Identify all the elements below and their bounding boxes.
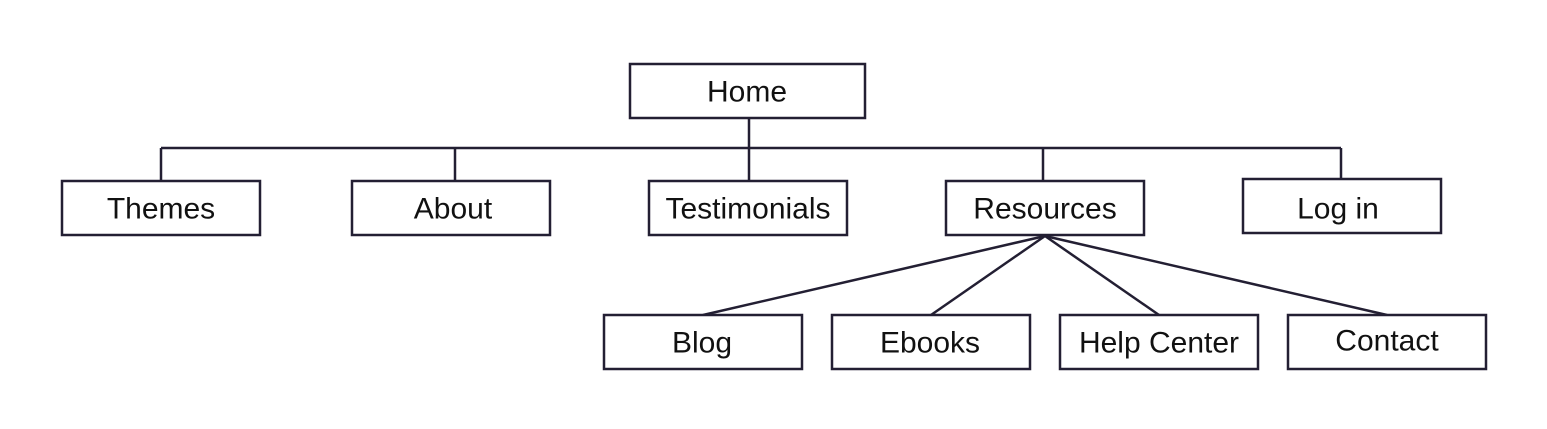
node-home-label: Home bbox=[707, 76, 787, 109]
node-resources-box bbox=[944, 179, 1146, 237]
node-ebooks-label: Ebooks bbox=[880, 327, 980, 360]
node-about-label: About bbox=[414, 193, 493, 226]
edge-resources-help-center bbox=[1044, 234, 1160, 317]
node-login-box bbox=[1241, 177, 1443, 235]
node-themes-label: Themes bbox=[107, 193, 215, 226]
node-blog-label: Blog bbox=[672, 327, 732, 360]
node-blog: Blog bbox=[602, 313, 804, 371]
node-resources: Resources bbox=[944, 179, 1146, 237]
node-login-label: Log in bbox=[1297, 193, 1379, 226]
node-contact-box bbox=[1286, 313, 1488, 371]
node-ebooks: Ebooks bbox=[830, 313, 1032, 371]
node-help-center-box bbox=[1058, 313, 1260, 371]
node-login: Log in bbox=[1241, 177, 1443, 235]
edge-resources-contact bbox=[1044, 234, 1388, 317]
node-ebooks-box bbox=[830, 313, 1032, 371]
node-home: Home bbox=[628, 62, 867, 120]
node-about-box bbox=[350, 179, 552, 237]
home-connectors bbox=[159, 118, 1343, 181]
node-contact-label: Contact bbox=[1335, 325, 1439, 358]
node-about: About bbox=[350, 179, 552, 237]
node-resources-label: Resources bbox=[973, 193, 1116, 226]
node-testimonials-label: Testimonials bbox=[665, 193, 830, 226]
node-help-center: Help Center bbox=[1058, 313, 1260, 371]
node-blog-box bbox=[602, 313, 804, 371]
node-themes-box bbox=[60, 179, 262, 237]
node-help-center-label: Help Center bbox=[1079, 327, 1239, 360]
edge-resources-blog bbox=[702, 234, 1046, 317]
node-testimonials-box bbox=[647, 179, 849, 237]
node-themes: Themes bbox=[60, 179, 262, 237]
edge-resources-ebooks bbox=[930, 234, 1046, 317]
node-contact: Contact bbox=[1286, 313, 1488, 371]
node-home-box bbox=[628, 62, 867, 120]
resources-connectors bbox=[702, 234, 1388, 317]
node-testimonials: Testimonials bbox=[647, 179, 849, 237]
